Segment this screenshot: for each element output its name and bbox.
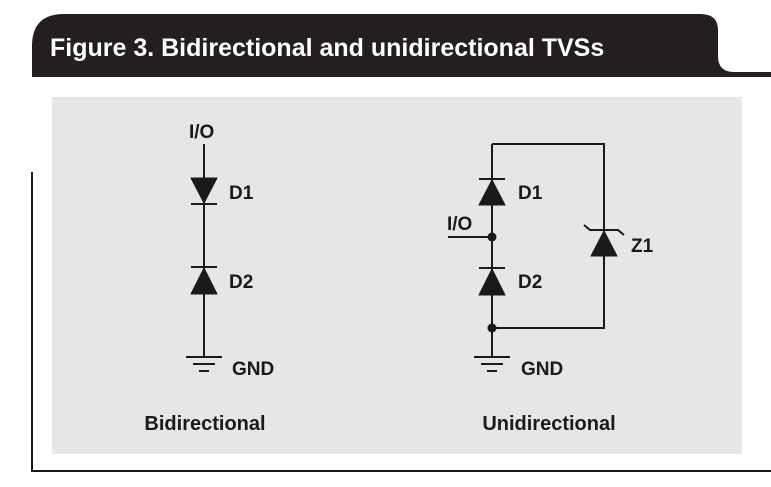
uni-ground-icon [474,356,510,372]
uni-gnd-label: GND [521,359,563,380]
bidirectional-circuit: I/O D1 D2 GND Bidirectional [144,122,274,435]
bi-ground-icon [186,356,222,372]
bi-caption: Bidirectional [144,413,265,435]
uni-io-junction [487,232,497,242]
figure-title: Figure 3. Bidirectional and unidirection… [50,34,604,62]
uni-gnd-junction [487,323,497,333]
title-banner: Figure 3. Bidirectional and unidirection… [32,14,771,77]
uni-d2-diode-icon [478,267,506,296]
uni-caption: Unidirectional [482,413,615,435]
figure-frame [31,172,771,472]
bi-d2-diode-icon [190,266,218,295]
bi-d1-label: D1 [229,183,254,204]
bi-gnd-label: GND [232,359,274,380]
uni-d2-label: D2 [518,272,542,293]
uni-z1-label: Z1 [631,236,654,257]
unidirectional-circuit: I/O D1 D2 Z1 GND Unidirectional [447,143,654,435]
title-banner-shape [32,14,771,77]
bi-d1-diode-icon [190,177,218,205]
bi-d2-label: D2 [229,272,253,293]
bi-io-label: I/O [189,122,214,143]
diagram-panel [52,97,742,454]
uni-d1-diode-icon [478,178,506,206]
uni-z1-zener-icon [583,224,625,257]
uni-d1-label: D1 [518,183,543,204]
uni-io-label: I/O [447,214,472,235]
